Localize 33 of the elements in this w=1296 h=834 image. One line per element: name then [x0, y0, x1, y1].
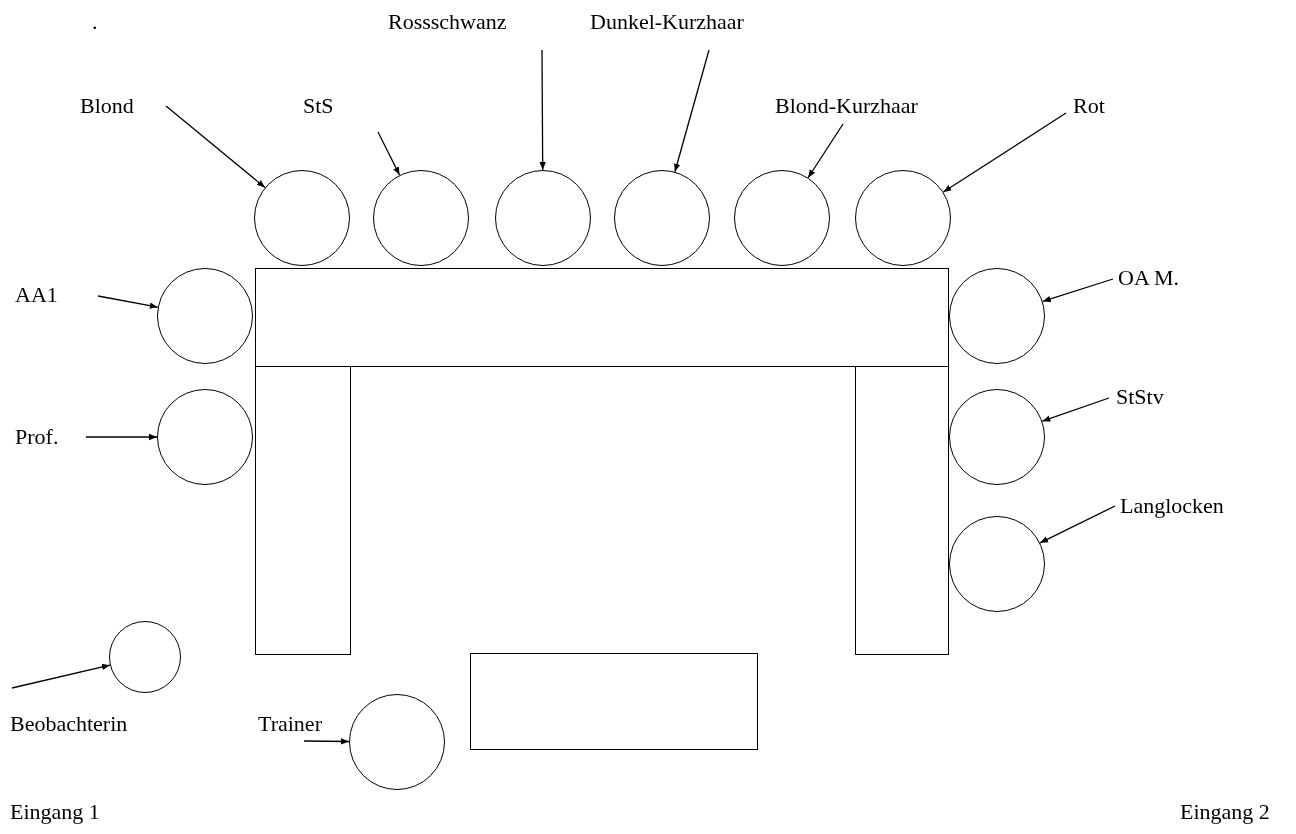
name-label: Prof. [15, 423, 59, 451]
arrow [539, 49, 546, 171]
arrow [1042, 278, 1114, 303]
table-rectangle [255, 366, 351, 655]
name-label: Trainer [258, 710, 322, 738]
arrow [807, 123, 844, 179]
name-label: Rossschwanz [388, 8, 507, 36]
name-label: Langlocken [1120, 492, 1224, 520]
arrow [303, 738, 350, 745]
table-rectangle [855, 366, 949, 655]
arrow [85, 433, 158, 441]
text-label: Eingang 2 [1180, 798, 1270, 826]
arrow [942, 112, 1067, 193]
name-label: AA1 [15, 281, 58, 309]
text-label: . [92, 8, 98, 36]
arrow [1039, 505, 1116, 544]
name-label: Beobachterin [10, 710, 128, 738]
arrow [11, 663, 111, 689]
name-label: StStv [1116, 383, 1164, 411]
name-label: Blond [80, 92, 134, 120]
arrow [97, 295, 159, 309]
name-label: Blond-Kurzhaar [775, 92, 918, 120]
text-label: Eingang 1 [10, 798, 100, 826]
arrow [165, 105, 266, 189]
table-rectangle [255, 268, 949, 367]
arrow [1041, 397, 1110, 422]
arrow [674, 49, 710, 173]
table-rectangle [470, 653, 758, 750]
name-label: StS [303, 92, 334, 120]
arrow [377, 131, 401, 176]
name-label: Rot [1073, 92, 1105, 120]
name-label: OA M. [1118, 264, 1180, 292]
name-label: Dunkel-Kurzhaar [590, 8, 744, 36]
